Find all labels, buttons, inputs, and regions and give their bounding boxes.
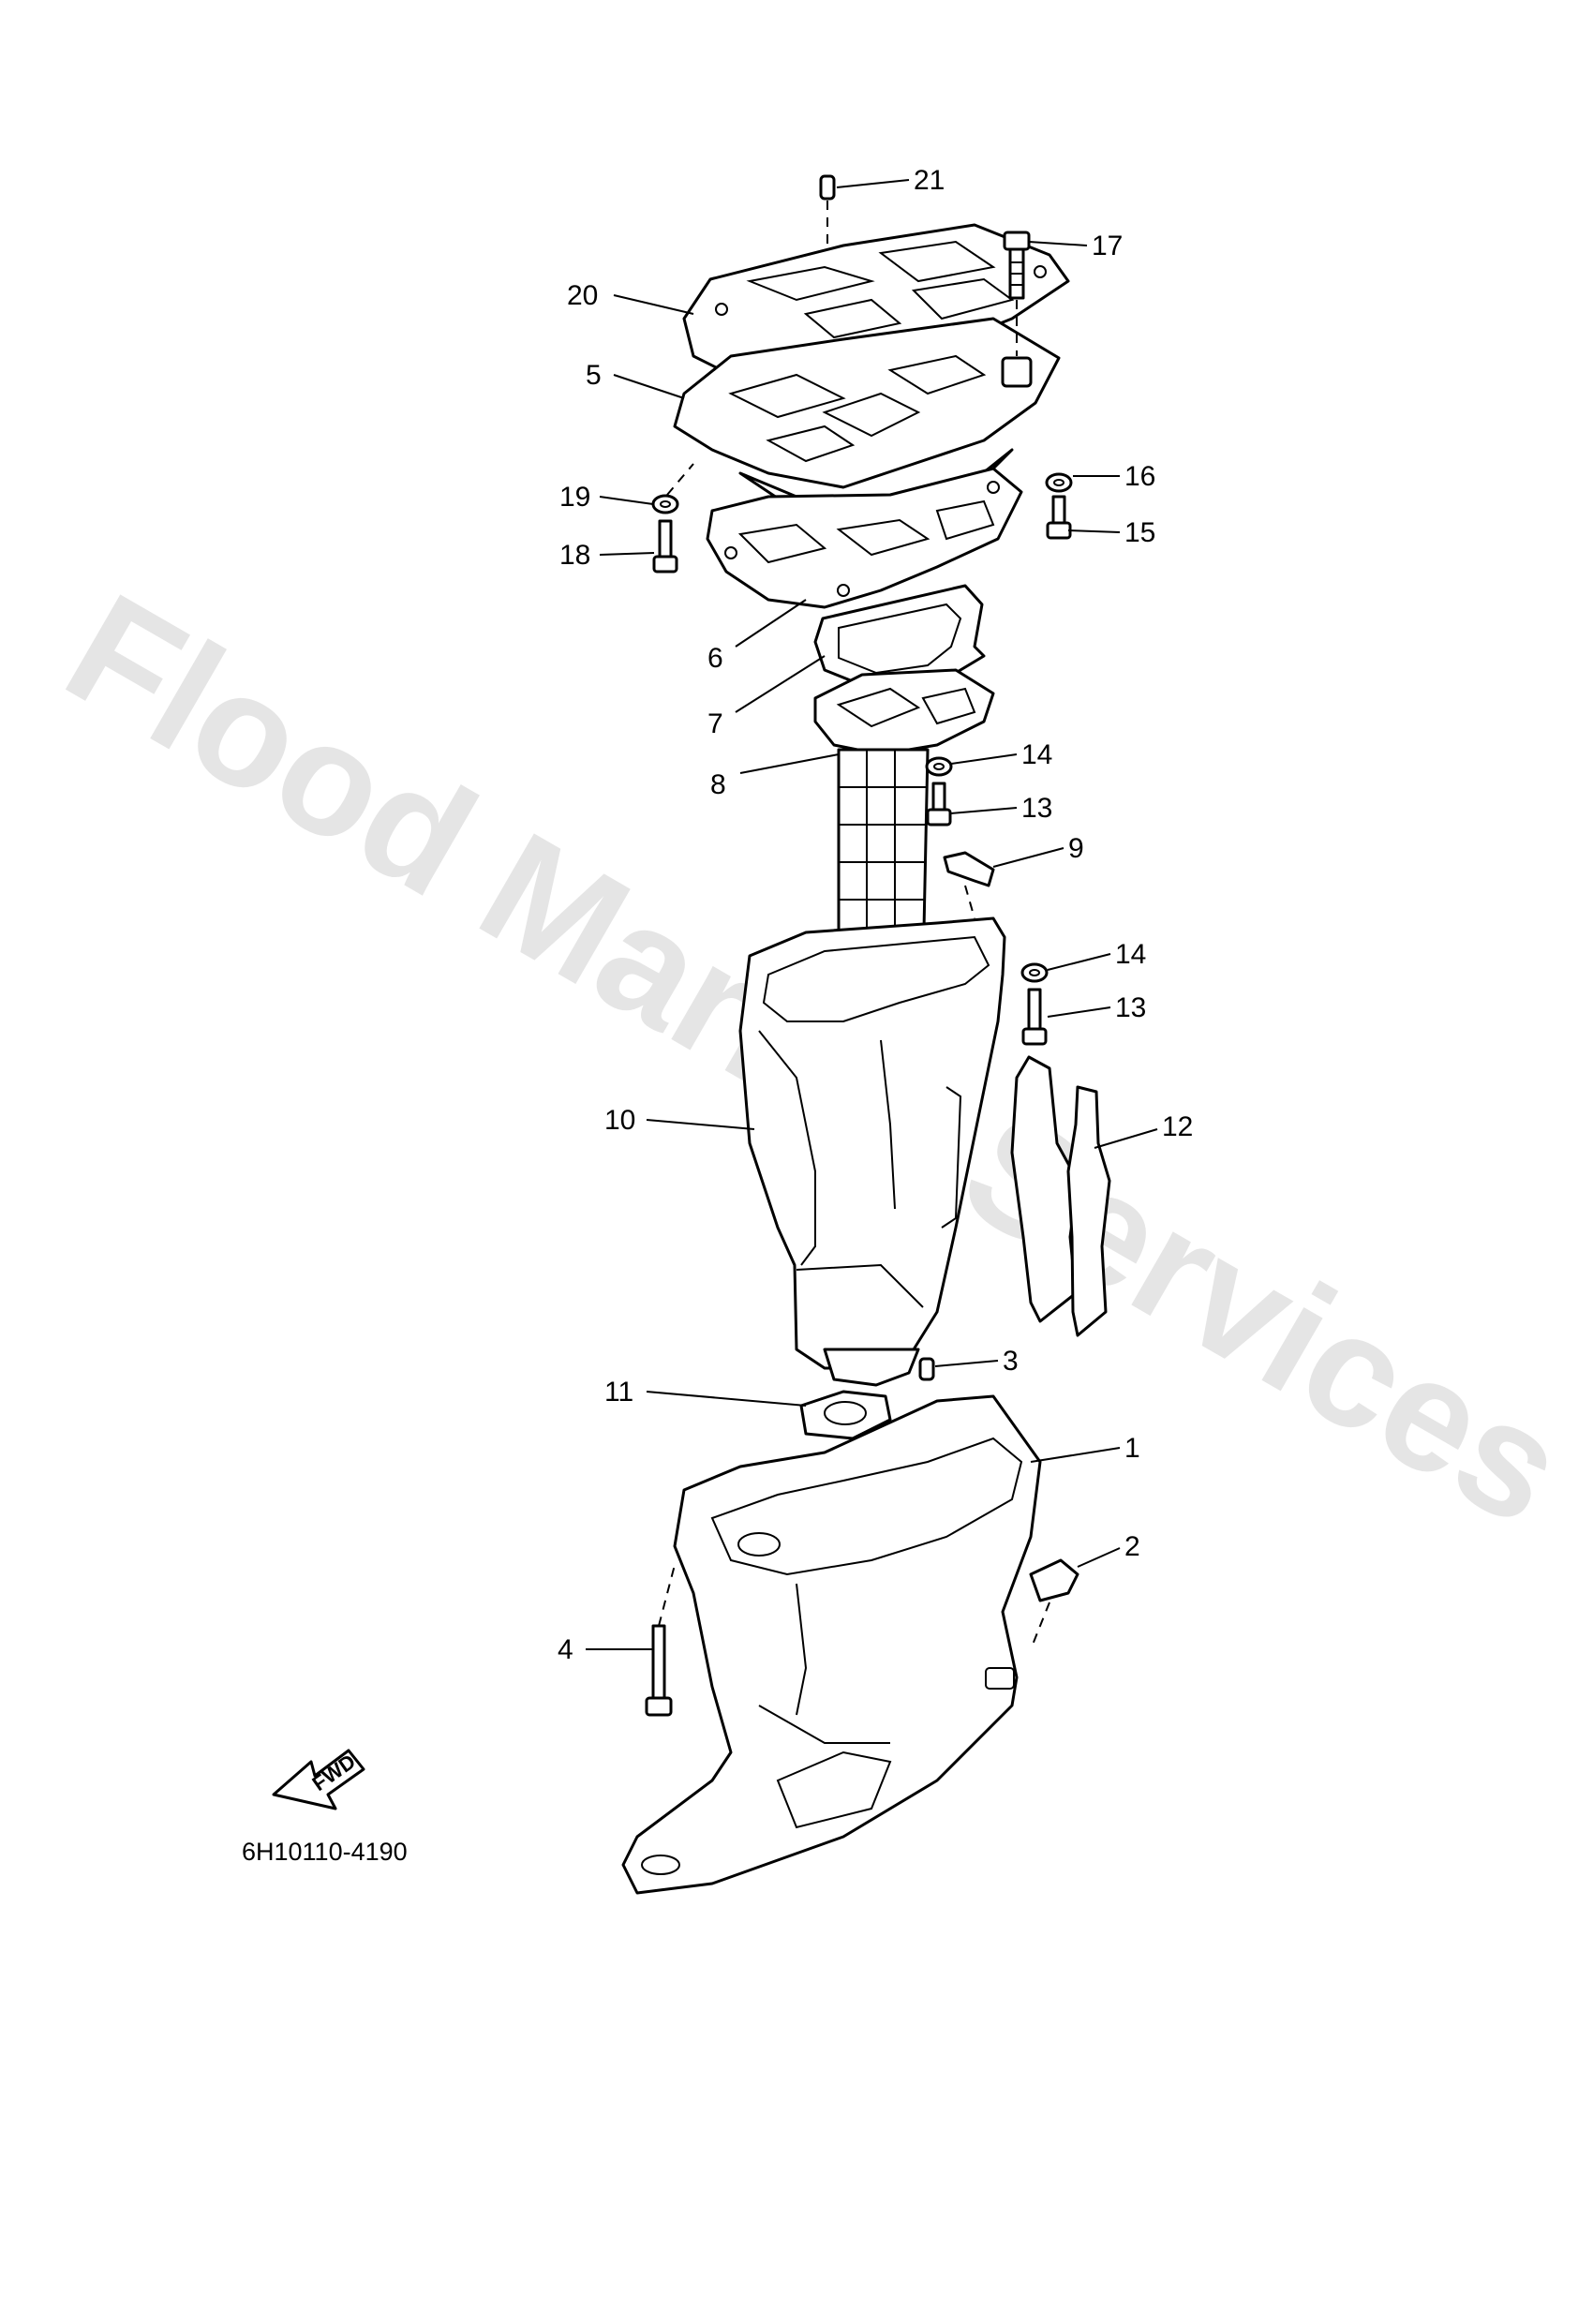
callout-16: 16 — [1124, 461, 1155, 492]
callout-20: 20 — [567, 280, 598, 311]
callout-17: 17 — [1092, 231, 1123, 261]
gasket-20 — [682, 223, 1070, 386]
callout-1: 1 — [1124, 1433, 1140, 1464]
bolt-18 — [652, 519, 678, 574]
callout-18: 18 — [559, 540, 590, 571]
washer-14-upper — [925, 756, 953, 777]
callout-9: 9 — [1068, 833, 1084, 864]
bolt-17 — [1003, 231, 1031, 356]
upper-casing-10 — [738, 916, 1006, 1387]
plate-9 — [943, 851, 995, 919]
dowel-pin-3 — [918, 1357, 935, 1381]
callout-13b: 13 — [1115, 992, 1146, 1023]
fwd-arrow-icon: FWD — [272, 1749, 365, 1810]
callout-8: 8 — [710, 769, 726, 800]
plug-2 — [1029, 1558, 1079, 1650]
callouts: 21 17 20 5 16 15 19 18 6 7 8 14 13 9 14 … — [558, 165, 1193, 1665]
callout-15: 15 — [1124, 517, 1155, 548]
callout-14a: 14 — [1021, 739, 1052, 770]
seal-12 — [1010, 1055, 1111, 1337]
callout-3: 3 — [1003, 1346, 1019, 1377]
gasket-7 — [813, 584, 986, 691]
callout-10: 10 — [604, 1105, 635, 1136]
callout-6: 6 — [707, 643, 723, 674]
bolt-13-lower — [1021, 988, 1048, 1046]
callout-7: 7 — [707, 708, 723, 739]
washer-14-lower — [1020, 962, 1049, 983]
callout-2: 2 — [1124, 1531, 1140, 1562]
callout-19: 19 — [559, 482, 590, 513]
bolt-4 — [645, 1564, 676, 1717]
mount-plate-5 — [673, 317, 1061, 515]
gasket-6 — [706, 467, 1023, 609]
callout-21: 21 — [914, 165, 945, 196]
callout-4: 4 — [558, 1634, 573, 1665]
washer-16 — [1045, 472, 1073, 493]
washer-19 — [651, 463, 694, 514]
part-code: 6H10110-4190 — [242, 1838, 408, 1866]
callout-14b: 14 — [1115, 939, 1146, 970]
callout-5: 5 — [586, 360, 602, 391]
bolt-13-upper — [926, 782, 952, 827]
bolt-15 — [1046, 495, 1072, 540]
callout-13a: 13 — [1021, 793, 1052, 824]
mount-11 — [799, 1390, 892, 1440]
lower-casing-1 — [621, 1394, 1042, 1895]
callout-11: 11 — [604, 1377, 633, 1408]
dowel-pin-21 — [819, 174, 836, 281]
callout-12: 12 — [1162, 1111, 1193, 1142]
